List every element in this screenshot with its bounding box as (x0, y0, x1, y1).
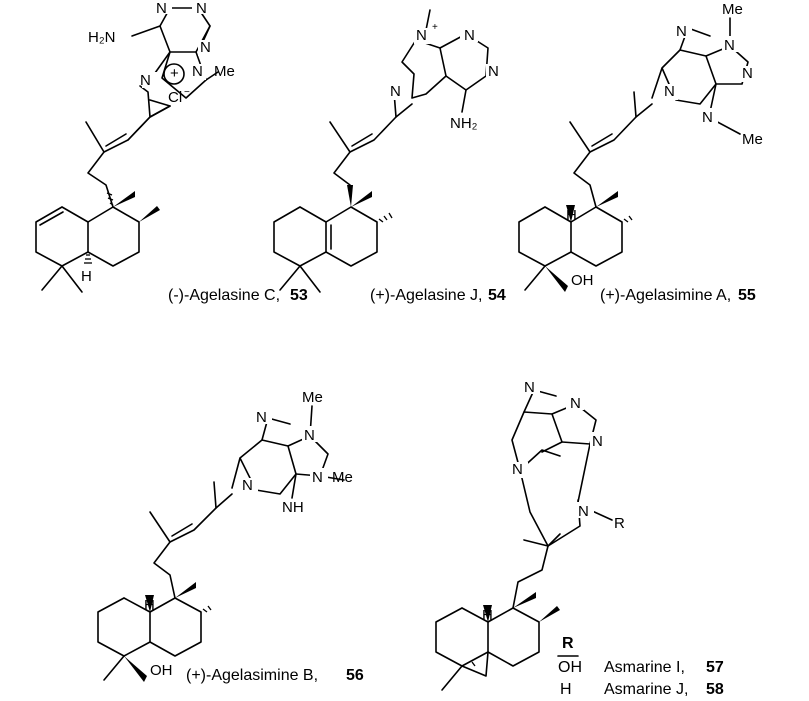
compound-56-structure: H OH N N N Me N Me NH (+)-Agelasimine B,… (97, 389, 364, 684)
legend-r-header: R (562, 635, 574, 652)
c56-oh: OH (150, 662, 173, 679)
caption-54-name: (+)-Agelasine J, (370, 287, 483, 304)
c54-ring-b (325, 206, 378, 267)
c56-n9: N (242, 477, 253, 494)
c53-double-bond (39, 211, 64, 226)
c53-chain (85, 121, 114, 208)
c53-cl: Cl (168, 89, 182, 106)
c54-nh2: NH₂ (450, 115, 478, 132)
c57-n1: N (570, 395, 581, 412)
c55-purine (651, 49, 717, 105)
c55-oh: OH (571, 272, 594, 289)
c54-ring-a (273, 206, 327, 267)
caption-58-number: 58 (706, 681, 724, 698)
c55-ring-a (518, 206, 572, 267)
caption-54-number: 54 (488, 287, 506, 304)
c57-n9: N (512, 461, 523, 478)
c56-ring-b (149, 597, 202, 657)
c56-n1: N (312, 469, 323, 486)
c53-n7: N (200, 39, 211, 56)
c54-n9: N (390, 83, 401, 100)
caption-56-name: (+)-Agelasimine B, (186, 667, 318, 684)
c57-chain (512, 533, 561, 609)
c57-ring-a (435, 607, 489, 667)
c57-r: R (614, 515, 625, 532)
caption-53-name: (-)-Agelasine C, (168, 287, 280, 304)
c53-wedge-methyl (139, 206, 160, 222)
c57-purine (511, 411, 563, 471)
c56-n7: N (256, 409, 267, 426)
compound-55-structure: H OH N N N Me N N Me (+)-Agelasimine A, … (518, 1, 763, 304)
compound-54-structure: N N + N N NH₂ (+)-Agelasine J, 54 (273, 9, 506, 304)
c53-ring-a (35, 206, 89, 267)
c56-ring-a (97, 597, 151, 657)
c53-n1: N (156, 0, 167, 17)
compound-53-structure: H N N Me + Cl − N N N H₂N (-)-Agelasine … (35, 0, 308, 304)
caption-57-number: 57 (706, 659, 724, 676)
c54-n1: N (464, 27, 475, 44)
c53-h-label: H (81, 268, 92, 285)
c55-n9: N (664, 83, 675, 100)
c56-purine (231, 439, 297, 495)
c55-chain (569, 121, 597, 208)
c53-methyl (41, 265, 63, 291)
c53-ring-b (87, 206, 140, 267)
c57-n3: N (592, 433, 603, 450)
c55-n-imine: N (702, 109, 713, 126)
c53-n-me: N (192, 63, 203, 80)
c56-n3: N (304, 427, 315, 444)
c54-purine (401, 39, 447, 99)
c57-n-r: N (578, 503, 589, 520)
caption-56-number: 56 (346, 667, 364, 684)
c56-me-n1: Me (332, 469, 353, 486)
c53-n9: N (140, 72, 151, 89)
c53-methyl (61, 265, 83, 293)
c56-chain (149, 511, 176, 599)
c55-n3: N (724, 37, 735, 54)
c56-me-top: Me (302, 389, 323, 406)
c57-ring-b (487, 607, 540, 667)
caption-57-name: Asmarine I, (604, 659, 685, 676)
c53-chain (103, 105, 171, 153)
c53-me: Me (214, 63, 235, 80)
c53-n3: N (196, 0, 207, 17)
c53-cl-charge: − (184, 87, 190, 98)
c54-n-plus: + (432, 22, 438, 33)
c53-nh2: H₂N (88, 29, 116, 46)
caption-53-number: 53 (290, 287, 308, 304)
c55-ring-b (570, 206, 623, 267)
caption-55-number: 55 (738, 287, 756, 304)
c53-plus: + (170, 65, 179, 82)
c54-n7: N (416, 27, 427, 44)
c55-me-imine: Me (742, 131, 763, 148)
caption-58-name: Asmarine J, (604, 681, 688, 698)
c54-n3: N (488, 63, 499, 80)
legend-row1-group: OH (558, 659, 582, 676)
caption-55-name: (+)-Agelasimine A, (600, 287, 731, 304)
c55-me-top: Me (722, 1, 743, 18)
c54-chain (329, 121, 351, 186)
compound-57-58-structure: H N N N N N R R OH Asmarine I, 57 H Asma… (435, 378, 724, 698)
legend-row2-group: H (560, 681, 572, 698)
c55-n7: N (676, 23, 687, 40)
c56-nh: NH (282, 499, 304, 516)
c55-n1: N (742, 65, 753, 82)
c53-wedge-methyl (113, 191, 135, 207)
c57-n7: N (524, 379, 535, 396)
